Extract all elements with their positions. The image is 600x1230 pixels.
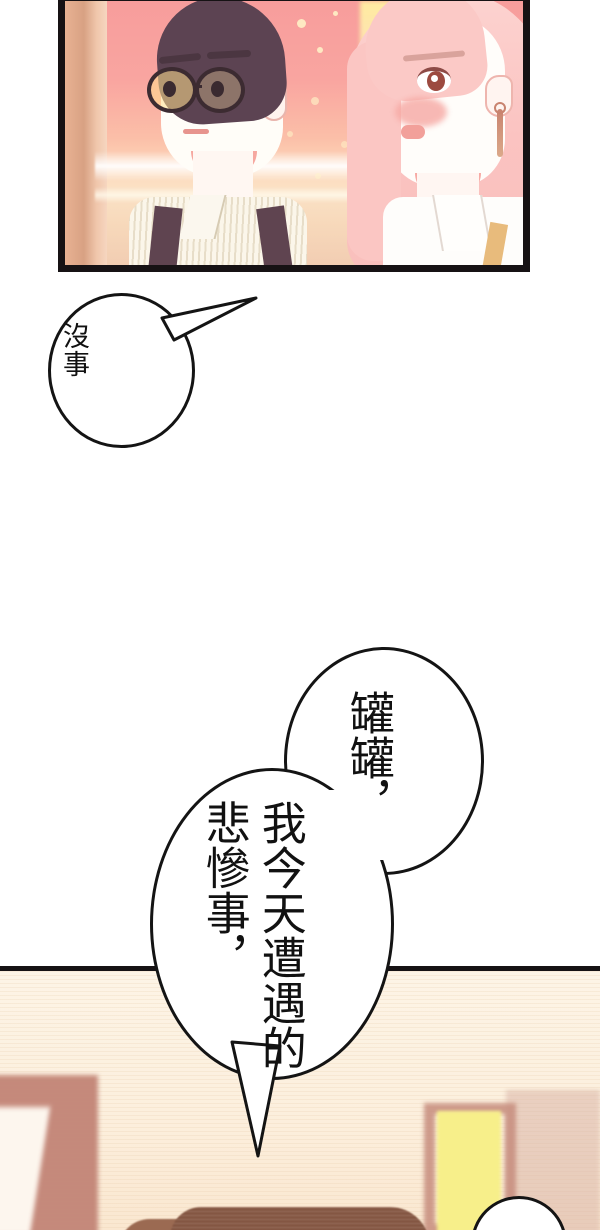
furniture-brown-main [170,1207,430,1230]
sparkle-dot [333,11,338,16]
female-lips [401,125,425,139]
sparkle-dot [287,131,293,137]
speech-bubble-2-lower-text-left-column: 悲慘事， [198,800,250,980]
sparkle-dot [311,97,319,105]
male-lips [183,129,209,134]
glasses-lens-left [147,67,197,113]
panel-top-characters [58,0,530,272]
sparkle-dot [315,173,321,179]
female-pupil [427,71,445,91]
sparkle-dot [297,19,306,28]
glasses-lens-right [195,67,245,113]
male-eye-left [163,81,176,97]
speech-bubble-1-text: 沒事 [59,322,89,378]
glasses-bridge [196,85,202,88]
female-blouse-collar [432,195,492,251]
speech-bubble-2-tail [230,1040,282,1158]
speech-bubble-2-lower-text-right-column: 我今天遭遇的 [254,800,306,1070]
female-cheek-blush [395,97,447,127]
speech-bubble-2-merge-seam [290,790,388,860]
sparkle-dot [341,141,348,148]
sparkle-dot [317,47,323,53]
window-frame-left [65,1,107,265]
speech-bubble-2-upper-text: 罐罐， [342,690,394,825]
female-earring [494,102,506,157]
male-eye-right [211,81,224,97]
speech-bubble-1-tail [160,296,258,342]
